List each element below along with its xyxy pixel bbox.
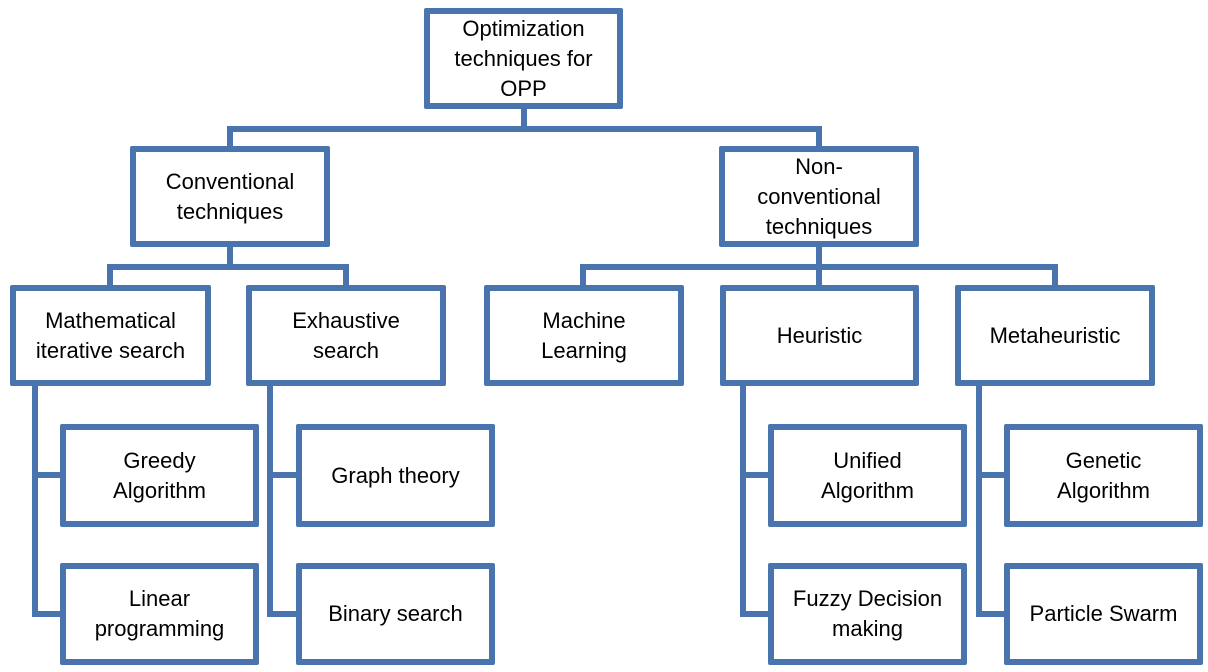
node-graph-label: Graph theory: [331, 462, 460, 488]
connector-exhaustive-spine: [267, 382, 299, 617]
node-machine-learning-label: Machine Learning: [541, 307, 627, 363]
node-exhaustive-label: Exhaustive search: [292, 307, 400, 363]
node-genetic: Genetic Algorithm: [1004, 424, 1203, 527]
node-genetic-label: Genetic Algorithm: [1057, 447, 1150, 503]
node-linear-label: Linear programming: [94, 586, 225, 641]
node-unified-label: Unified Algorithm: [821, 447, 914, 503]
node-mathematical-label: Mathematical iterative search: [35, 307, 186, 363]
node-root-label: Optimization techniques for OPP: [454, 15, 593, 101]
node-greedy-label: Greedy Algorithm: [113, 447, 206, 503]
node-fuzzy-label: Fuzzy Decision making: [792, 586, 943, 641]
node-greedy: Greedy Algorithm: [60, 424, 259, 527]
connector-metaheuristic-spine: [976, 382, 1007, 617]
node-linear: Linear programming: [60, 563, 259, 665]
node-heuristic: Heuristic: [720, 285, 919, 386]
node-graph: Graph theory: [296, 424, 495, 527]
node-particle: Particle Swarm: [1004, 563, 1203, 665]
node-binary-label: Binary search: [328, 601, 463, 626]
node-metaheuristic-label: Metaheuristic: [989, 322, 1121, 348]
node-non-conventional: Non-conventional techniques: [719, 146, 919, 247]
node-conventional-label: Conventional techniques: [165, 168, 295, 224]
node-mathematical: Mathematical iterative search: [10, 285, 211, 386]
node-heuristic-label: Heuristic: [776, 322, 863, 348]
node-fuzzy: Fuzzy Decision making: [768, 563, 967, 665]
node-binary: Binary search: [296, 563, 495, 665]
node-exhaustive: Exhaustive search: [246, 285, 446, 386]
node-root: Optimization techniques for OPP: [424, 8, 623, 109]
node-particle-label: Particle Swarm: [1029, 601, 1178, 626]
node-metaheuristic: Metaheuristic: [955, 285, 1155, 386]
node-machine-learning: Machine Learning: [484, 285, 684, 386]
connector-heuristic-spine: [740, 382, 771, 617]
connector-mathematical-spine: [32, 382, 63, 617]
node-conventional: Conventional techniques: [130, 146, 330, 247]
node-unified: Unified Algorithm: [768, 424, 967, 527]
node-non-conventional-label: Non-conventional techniques: [757, 153, 881, 239]
